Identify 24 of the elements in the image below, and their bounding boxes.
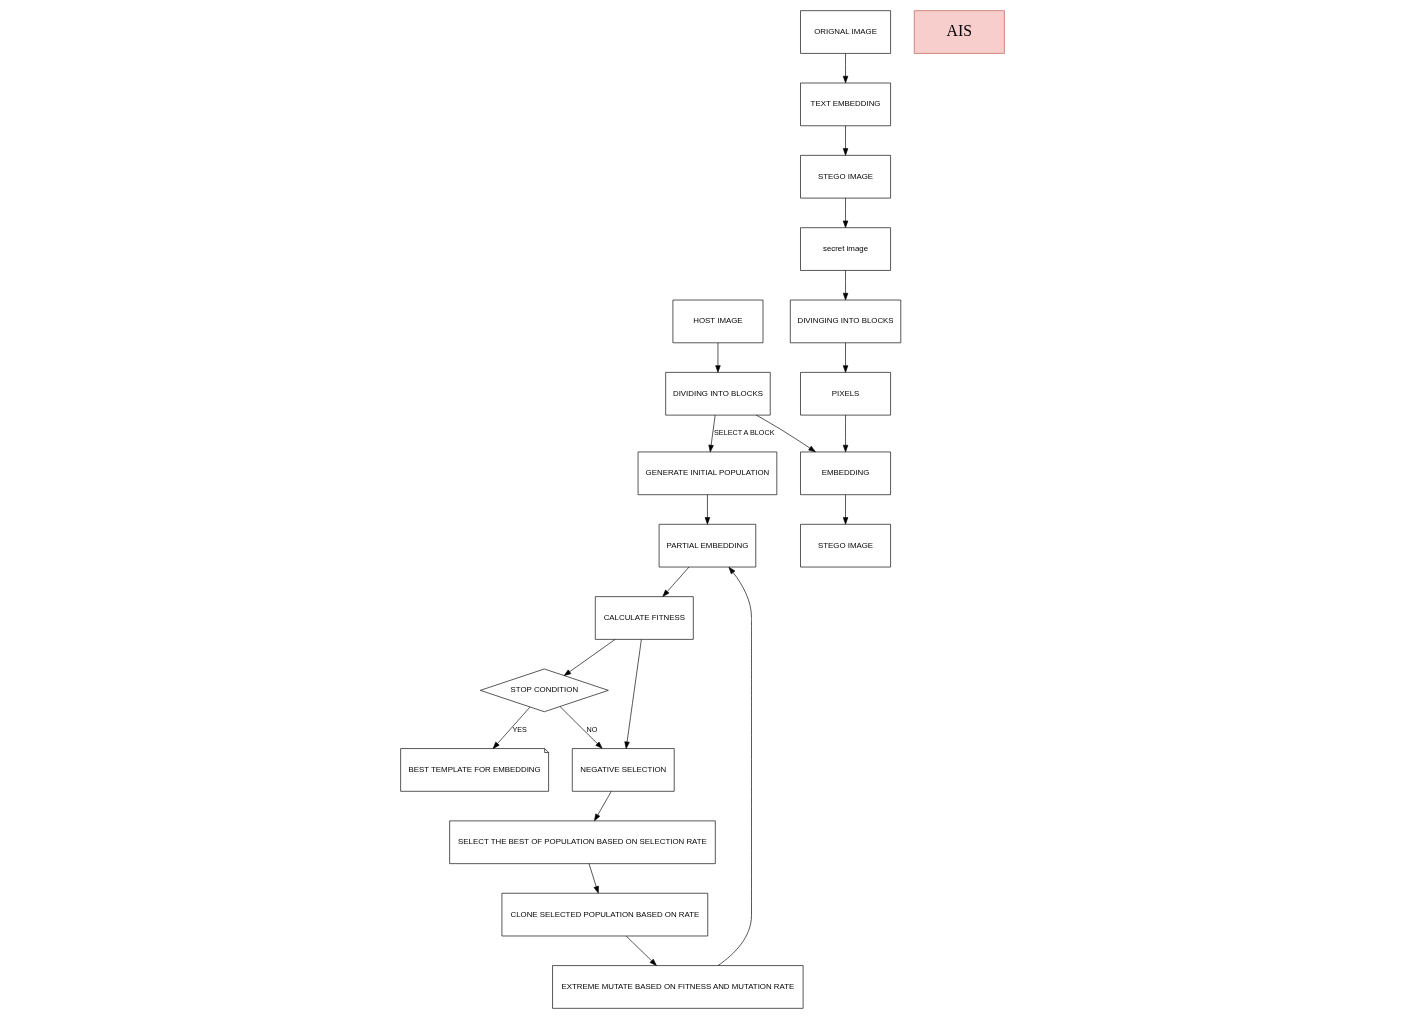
arrow [755, 414, 816, 453]
arrow [717, 566, 752, 966]
edge-label: NO [586, 724, 598, 734]
arrow [842, 494, 849, 525]
node-box: AIS [913, 10, 1005, 54]
arrow [842, 125, 849, 156]
arrow [563, 639, 616, 676]
arrow [492, 706, 531, 749]
edge-label: YES [512, 724, 527, 734]
arrow [704, 494, 711, 525]
arrow [662, 566, 690, 597]
arrow [842, 270, 849, 301]
arrow [715, 342, 721, 373]
arrow [842, 53, 849, 84]
arrow [625, 935, 657, 966]
arrow [842, 197, 849, 228]
arrow [624, 639, 642, 749]
arrow [594, 791, 612, 822]
arrow [588, 863, 599, 894]
edge-label: SELECT A BLOCK [714, 428, 775, 438]
arrow [559, 706, 603, 749]
arrow [842, 342, 849, 373]
arrow [842, 414, 849, 453]
arrow [708, 414, 716, 453]
